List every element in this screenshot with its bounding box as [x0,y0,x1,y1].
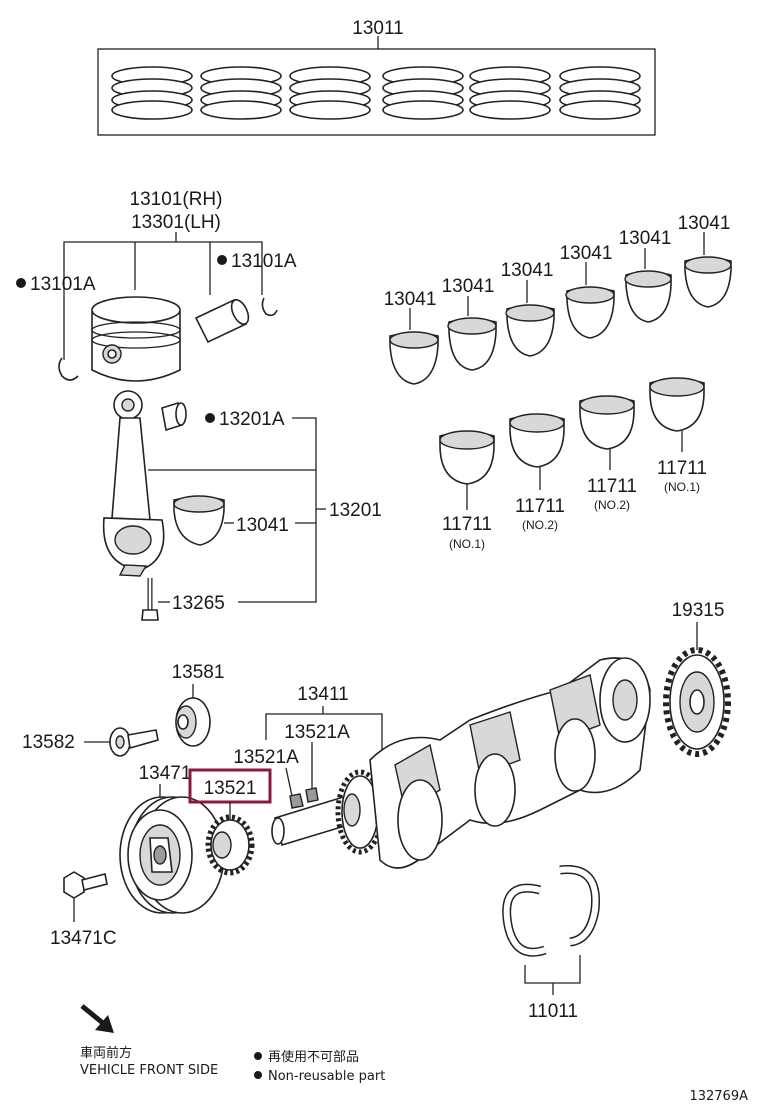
label-13201a[interactable]: 13201A [219,409,285,430]
filled-dot-icon [254,1071,262,1079]
ring-3 [289,66,371,120]
bearing-3 [505,304,555,357]
crankshaft-body [369,657,651,869]
arrow-down-right-icon [80,1004,114,1033]
nonreuse-dot-icon [16,278,26,288]
label-13471c[interactable]: 13471C [50,928,117,949]
legend-front-en: VEHICLE FRONT SIDE [80,1063,218,1078]
label-13582[interactable]: 13582 [22,732,75,753]
ring-4 [382,66,464,120]
label-13041-2[interactable]: 13041 [442,276,495,297]
label-13041-5[interactable]: 13041 [619,228,672,249]
legend-nonreuse-jp: 再使用不可部品 [268,1049,359,1065]
ring-1 [111,66,193,120]
label-11711-2[interactable]: 11711 [515,496,565,517]
main-bearings[interactable]: 11711 (NO.1) 11711 (NO.2) 11711 (NO.2) 1… [439,377,707,551]
snap-ring-left [58,357,79,381]
label-13471[interactable]: 13471 [139,763,192,784]
label-13041-6[interactable]: 13041 [678,213,731,234]
thrust-washers[interactable]: 11011 [502,865,601,1023]
label-19315[interactable]: 19315 [672,600,725,621]
label-13521[interactable]: 13521 [204,778,257,799]
legend-nonreuse-en: Non-reusable part [268,1069,385,1084]
label-13521a-bottom[interactable]: 13521A [233,747,299,768]
rod-bushing [161,401,187,432]
catalog-id: 132769A [689,1089,748,1104]
label-13041-3[interactable]: 13041 [501,260,554,281]
bearing-2 [447,317,497,371]
label-13581[interactable]: 13581 [172,662,225,683]
crank-gear[interactable]: 13521 [188,768,272,876]
label-11011[interactable]: 11011 [528,1001,578,1022]
piston-ring-set[interactable]: 13011 [97,18,656,136]
connecting-rod-assembly[interactable]: 13201A 13041 13265 13201 [102,390,382,621]
label-13041-rod[interactable]: 13041 [236,515,289,536]
label-11711-3[interactable]: 11711 [587,476,637,497]
nonreuse-dot-icon [205,413,215,423]
upper-bearings[interactable]: 13041 13041 13041 13041 13041 [384,213,732,385]
label-11711-1[interactable]: 11711 [442,514,492,535]
label-13521a-top[interactable]: 13521A [284,722,350,743]
filled-dot-icon [254,1052,262,1060]
label-13101a-left[interactable]: 13101A [30,274,96,295]
label-13201[interactable]: 13201 [329,500,382,521]
rod-bolt [141,578,159,621]
main-bearing-4 [649,377,705,432]
timing-sprocket[interactable]: 19315 [663,600,731,757]
crank-pulley[interactable]: 13471 [119,763,225,914]
piston [91,296,181,382]
bolt-13582[interactable]: 13582 [22,727,159,757]
label-13101a-right[interactable]: 13101A [231,251,297,272]
label-13411[interactable]: 13411 [297,684,348,705]
piston-pin [194,298,250,344]
pulley-bolt[interactable]: 13471C [50,871,117,949]
legend-front-jp: 車両前方 [80,1045,132,1061]
label-no1-b: (NO.1) [664,480,700,494]
ring-6 [559,66,641,120]
label-11711-4[interactable]: 11711 [657,458,707,479]
bearing-6 [684,256,732,308]
connecting-rod [102,390,165,577]
label-13041-1[interactable]: 13041 [384,289,437,310]
bearing-1 [389,331,439,385]
label-no2-b: (NO.2) [594,498,630,512]
label-13101-rh[interactable]: 13101(RH) [130,189,223,210]
snap-ring-right [261,297,278,317]
label-13041-4[interactable]: 13041 [560,243,613,264]
label-13301-lh[interactable]: 13301(LH) [131,212,221,233]
main-bearing-1 [439,430,495,485]
crank-plate[interactable]: 13581 [172,662,225,747]
main-bearing-2 [509,413,565,468]
rod-bearing [173,495,225,546]
ring-2 [200,66,282,120]
label-no2-a: (NO.2) [522,518,558,532]
ring-set-frame [97,48,656,136]
ring-5 [469,66,551,120]
label-13265[interactable]: 13265 [172,593,225,614]
piston-assembly[interactable]: 13101(RH) 13301(LH) 13101A 13101A [16,189,297,382]
label-no1-a: (NO.1) [449,537,485,551]
nonreuse-dot-icon [217,255,227,265]
legend: 車両前方 VEHICLE FRONT SIDE 再使用不可部品 Non-reus… [80,1004,385,1084]
label-13011[interactable]: 13011 [352,18,403,39]
bearing-5 [624,270,672,323]
main-bearing-3 [579,395,635,450]
bearing-4 [565,286,615,339]
crankshaft[interactable]: 13411 13521A 13521A [233,657,651,869]
